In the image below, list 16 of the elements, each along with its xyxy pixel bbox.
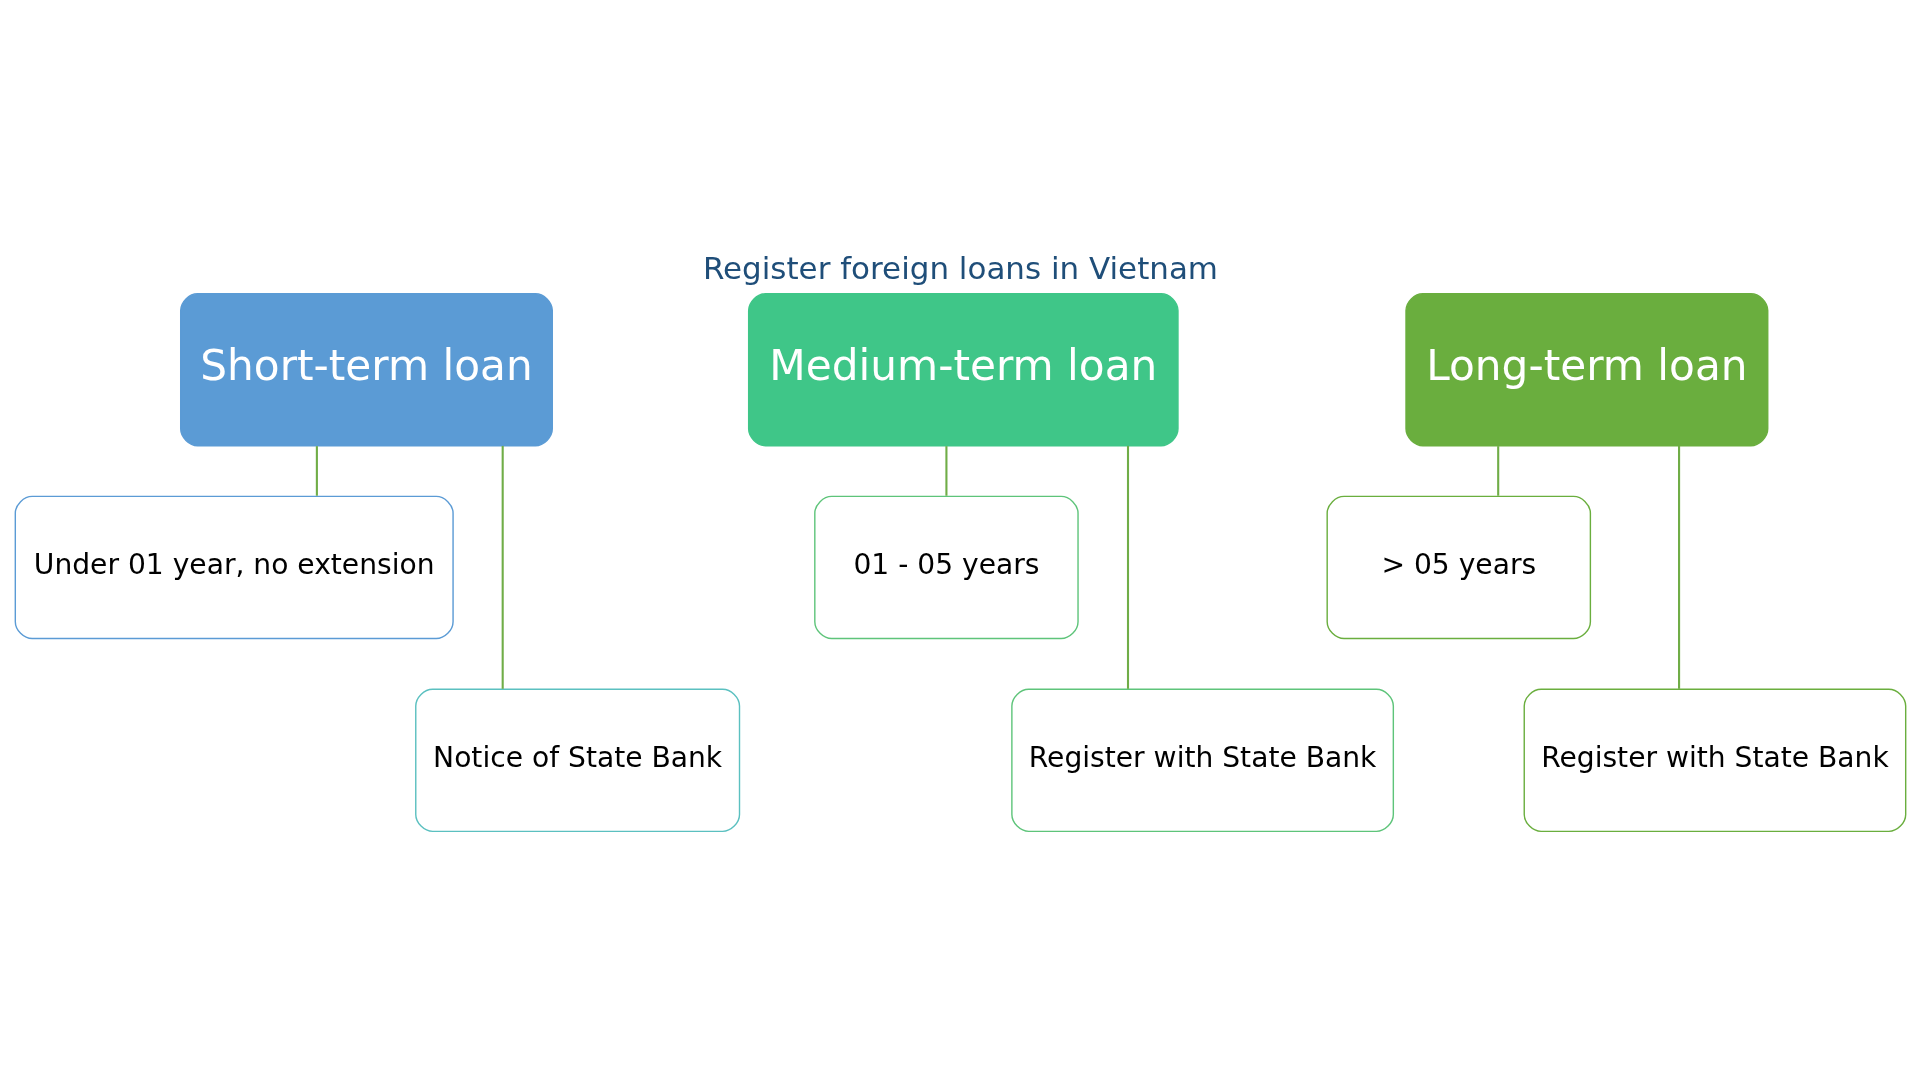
connector [1126,445,1129,689]
node-box: Long-term loan [1404,292,1768,447]
connector [1496,446,1499,496]
node-box: Register with State Bank [1523,688,1906,833]
node-box: Notice of State Bank [414,688,740,833]
node-box: > 05 years [1325,495,1591,640]
node-box: Short-term loan [179,292,553,447]
node-box: 01 - 05 years [813,495,1079,640]
connector [1677,445,1680,689]
connector [944,446,947,496]
connector [315,446,318,496]
node-box: Under 01 year, no extension [14,495,454,640]
connector [501,445,504,689]
node-box: Medium-term loan [747,292,1179,447]
diagram-title: Register foreign loans in Vietnam [702,250,1218,287]
node-box: Register with State Bank [1010,688,1394,833]
